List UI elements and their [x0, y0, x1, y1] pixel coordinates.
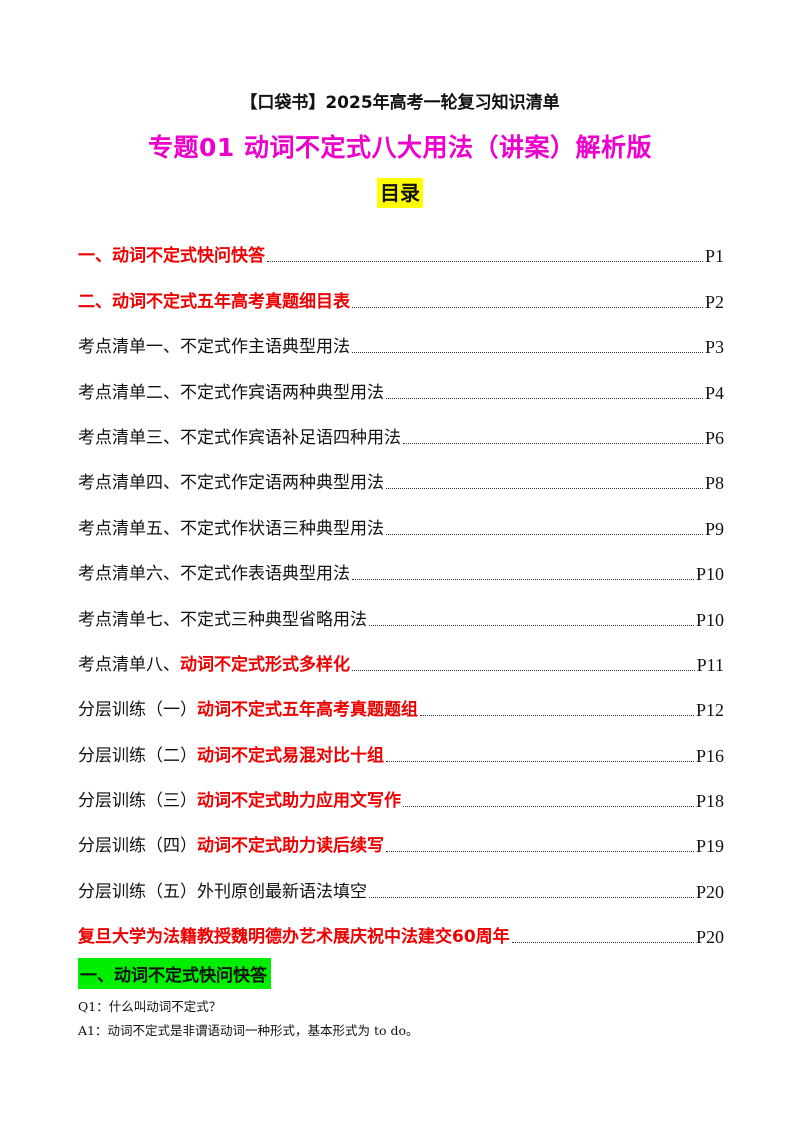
- toc-page-number: P20: [695, 927, 724, 948]
- toc-entry-label: 二、动词不定式五年高考真题细目表: [78, 291, 350, 312]
- toc-page-number: P3: [704, 337, 724, 358]
- toc-entry-prefix: 分层训练（一）: [78, 700, 197, 721]
- toc-entry-prefix: 分层训练（四）: [78, 836, 197, 857]
- doc-title: 专题01 动词不定式八大用法（讲案）解析版: [148, 133, 652, 162]
- toc-entry-label: 动词不定式易混对比十组: [197, 745, 384, 766]
- toc-leader-dots: [369, 896, 694, 898]
- toc-entry-text: 分层训练（三）动词不定式助力应用文写作: [78, 790, 401, 812]
- toc-leader-dots: [352, 579, 694, 581]
- toc-leader-dots: [386, 760, 694, 762]
- toc-leader-dots: [386, 397, 703, 399]
- toc-entry-label: 动词不定式形式多样化: [180, 654, 350, 675]
- toc-entry[interactable]: 复旦大学为法籍教授魏明德办艺术展庆祝中法建交60周年 P20: [78, 903, 724, 948]
- toc-leader-dots: [369, 624, 694, 626]
- toc-leader-dots: [352, 306, 703, 308]
- toc-page-number: P4: [704, 382, 724, 403]
- toc-leader-dots: [403, 442, 703, 444]
- answer-1: A1：动词不定式是非谓语动词一种形式，基本形式为 to do。: [78, 1023, 419, 1038]
- toc-entry-label: 分层训练（五）外刊原创最新语法填空: [78, 881, 367, 902]
- toc-entry-label: 考点清单二、不定式作宾语两种典型用法: [78, 382, 384, 403]
- toc-title: 目录: [377, 178, 423, 208]
- toc-entry-text: 二、动词不定式五年高考真题细目表: [78, 291, 350, 313]
- toc-leader-dots: [420, 715, 694, 717]
- toc-entry[interactable]: 考点清单六、不定式作表语典型用法 P10: [78, 540, 724, 585]
- toc-leader-dots: [403, 806, 694, 808]
- toc-entry-prefix: 分层训练（二）: [78, 745, 197, 766]
- toc-entry[interactable]: 一、动词不定式快问快答 P1: [78, 222, 724, 267]
- toc-entry-text: 考点清单八、动词不定式形式多样化: [78, 654, 350, 676]
- toc-entry-text: 考点清单五、不定式作状语三种典型用法: [78, 518, 384, 540]
- toc-entry-label: 复旦大学为法籍教授魏明德办艺术展庆祝中法建交60周年: [78, 927, 510, 948]
- toc-page-number: P8: [704, 473, 724, 494]
- toc-entry[interactable]: 分层训练（四）动词不定式助力读后续写 P19: [78, 812, 724, 857]
- toc-entry[interactable]: 考点清单四、不定式作定语两种典型用法 P8: [78, 449, 724, 494]
- toc-page-number: P9: [704, 518, 724, 539]
- toc-page-number: P16: [695, 745, 724, 766]
- toc-entry-text: 分层训练（五）外刊原创最新语法填空: [78, 881, 367, 903]
- toc-page-number: P6: [704, 427, 724, 448]
- toc-page-number: P20: [695, 881, 724, 902]
- question-1: Q1：什么叫动词不定式？: [78, 999, 222, 1014]
- toc-entry-label: 一、动词不定式快问快答: [78, 246, 265, 267]
- toc-leader-dots: [511, 942, 694, 944]
- toc-leader-dots: [352, 352, 703, 354]
- toc-entry-label: 考点清单五、不定式作状语三种典型用法: [78, 518, 384, 539]
- toc-entry-text: 考点清单一、不定式作主语典型用法: [78, 336, 350, 358]
- toc-page-number: P18: [695, 791, 724, 812]
- toc-page-number: P11: [696, 654, 724, 675]
- toc-entry-prefix: 分层训练（三）: [78, 791, 197, 812]
- toc-entry-text: 分层训练（二）动词不定式易混对比十组: [78, 745, 384, 767]
- toc-entry[interactable]: 考点清单三、不定式作宾语补足语四种用法 P6: [78, 404, 724, 449]
- toc-page-number: P1: [704, 246, 724, 267]
- toc-entry-prefix: 考点清单八、: [78, 654, 180, 675]
- toc-entry-text: 考点清单三、不定式作宾语补足语四种用法: [78, 427, 401, 449]
- toc-leader-dots: [352, 669, 695, 671]
- toc-title-wrap: 目录: [0, 178, 800, 208]
- toc-entry-text: 一、动词不定式快问快答: [78, 245, 265, 267]
- toc-page-number: P19: [695, 836, 724, 857]
- toc-entry-label: 动词不定式五年高考真题题组: [197, 700, 418, 721]
- toc-entry[interactable]: 分层训练（二）动词不定式易混对比十组 P16: [78, 721, 724, 766]
- toc-entry-label: 动词不定式助力应用文写作: [197, 791, 401, 812]
- toc-entry-label: 考点清单七、不定式三种典型省略用法: [78, 609, 367, 630]
- toc-entry-text: 分层训练（四）动词不定式助力读后续写: [78, 835, 384, 857]
- section-heading: 一、动词不定式快问快答: [78, 958, 271, 989]
- toc-leader-dots: [267, 261, 703, 263]
- toc-entry[interactable]: 二、动词不定式五年高考真题细目表 P2: [78, 267, 724, 312]
- toc-entry[interactable]: 考点清单七、不定式三种典型省略用法 P10: [78, 585, 724, 630]
- toc-entry[interactable]: 分层训练（三）动词不定式助力应用文写作 P18: [78, 767, 724, 812]
- toc-entry-label: 动词不定式助力读后续写: [197, 836, 384, 857]
- doc-header: 【口袋书】2025年高考一轮复习知识清单: [240, 93, 560, 113]
- toc-entry[interactable]: 考点清单八、动词不定式形式多样化 P11: [78, 631, 724, 676]
- toc-leader-dots: [386, 533, 703, 535]
- toc-entry-label: 考点清单一、不定式作主语典型用法: [78, 337, 350, 358]
- toc-entry-label: 考点清单六、不定式作表语典型用法: [78, 564, 350, 585]
- toc-entry[interactable]: 考点清单二、不定式作宾语两种典型用法 P4: [78, 358, 724, 403]
- toc-leader-dots: [386, 851, 694, 853]
- toc-entry-text: 分层训练（一）动词不定式五年高考真题题组: [78, 699, 418, 721]
- toc-entry[interactable]: 考点清单一、不定式作主语典型用法 P3: [78, 313, 724, 358]
- toc-entry-label: 考点清单三、不定式作宾语补足语四种用法: [78, 427, 401, 448]
- toc-entry-text: 考点清单六、不定式作表语典型用法: [78, 563, 350, 585]
- toc-entry[interactable]: 分层训练（一）动词不定式五年高考真题题组 P12: [78, 676, 724, 721]
- toc-page-number: P2: [704, 291, 724, 312]
- toc-entry-text: 考点清单七、不定式三种典型省略用法: [78, 609, 367, 631]
- toc-entry-text: 考点清单二、不定式作宾语两种典型用法: [78, 382, 384, 404]
- toc-page-number: P12: [695, 700, 724, 721]
- toc-entry-text: 复旦大学为法籍教授魏明德办艺术展庆祝中法建交60周年: [78, 926, 510, 948]
- toc-page-number: P10: [695, 564, 724, 585]
- toc-page-number: P10: [695, 609, 724, 630]
- toc-leader-dots: [386, 488, 703, 490]
- toc-entry[interactable]: 分层训练（五）外刊原创最新语法填空 P20: [78, 857, 724, 902]
- toc-entry-text: 考点清单四、不定式作定语两种典型用法: [78, 472, 384, 494]
- toc-entry[interactable]: 考点清单五、不定式作状语三种典型用法 P9: [78, 494, 724, 539]
- toc-entry-label: 考点清单四、不定式作定语两种典型用法: [78, 473, 384, 494]
